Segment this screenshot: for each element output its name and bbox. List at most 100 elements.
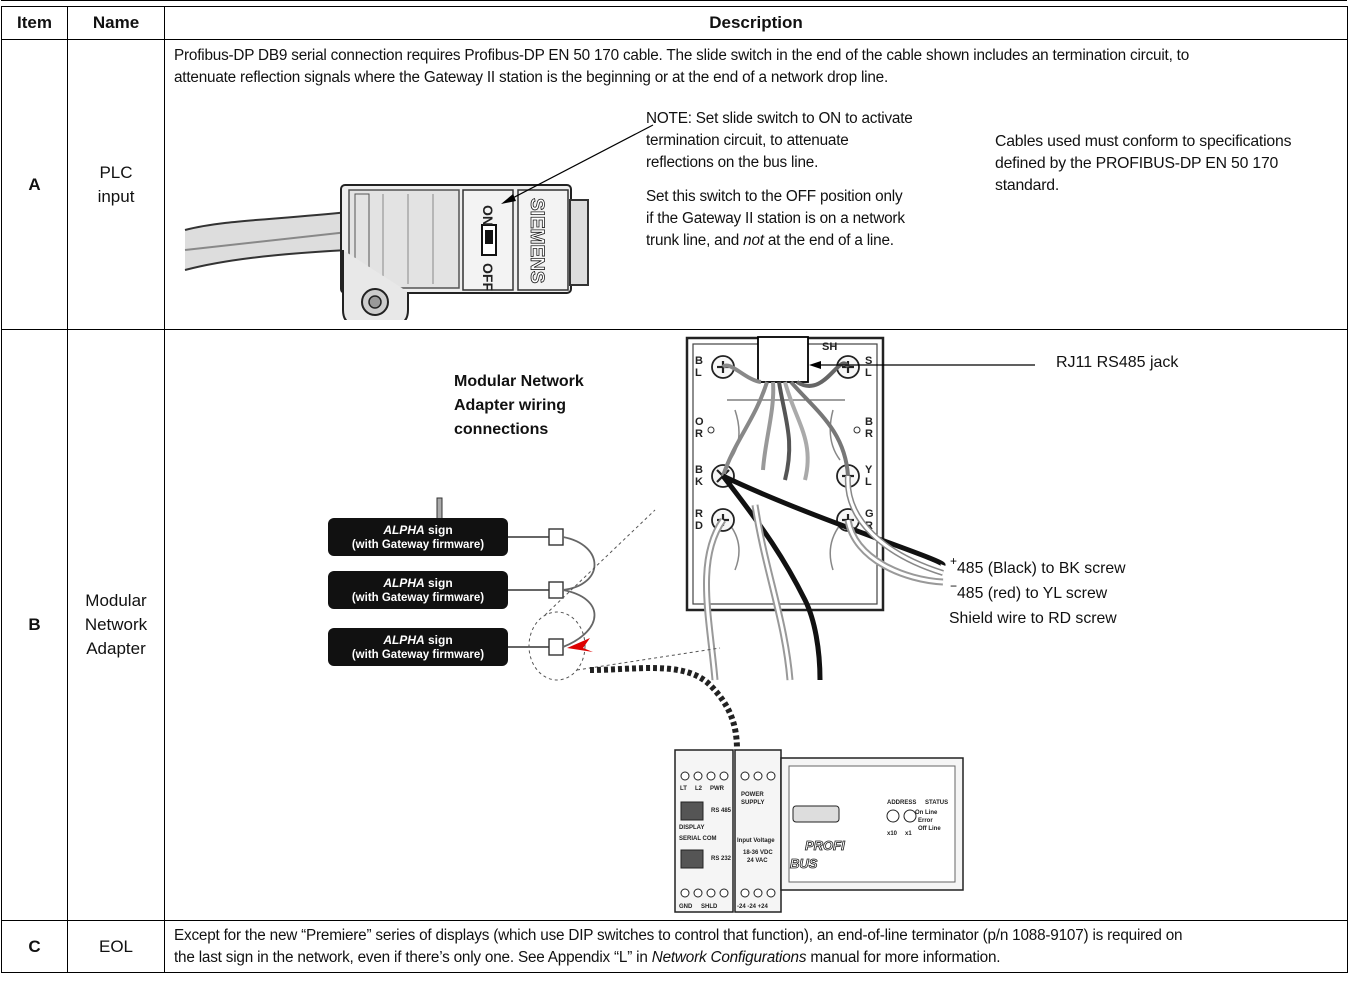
row-a-off-note: Set this switch to the OFF position only… xyxy=(646,186,966,252)
alpha-signs: ALPHA sign (with Gateway firmware) ALPHA… xyxy=(328,497,740,751)
device-power: POWER xyxy=(741,792,764,798)
wiring-title-line3: connections xyxy=(454,421,549,438)
red-arrow-icon xyxy=(567,638,593,652)
wire-minus-label: 485 (red) to YL screw xyxy=(957,585,1108,602)
device-off-line: Off Line xyxy=(918,826,941,832)
off-line2: if the Gateway II station is on a networ… xyxy=(646,210,905,227)
device-rs232: RS 232 xyxy=(711,856,732,862)
device-volts-2: 24 VAC xyxy=(747,858,768,864)
row-c-line1: Except for the new “Premiere” series of … xyxy=(174,926,1183,944)
row-c-item: C xyxy=(1,920,68,973)
cable-line2: defined by the PROFIBUS-DP EN 50 170 xyxy=(995,155,1279,172)
device-shld: SHLD xyxy=(701,904,718,910)
row-c-line2-emphasis: Network Configurations xyxy=(651,948,807,966)
header-item: Item xyxy=(1,6,68,40)
row-c-line2-post: manual for more information. xyxy=(806,948,1001,966)
term-rd-1: R xyxy=(695,508,703,520)
rj11-jack-label: RJ11 RS485 jack xyxy=(1056,354,1179,371)
term-br-1: B xyxy=(865,416,873,428)
row-b-item: B xyxy=(1,329,68,921)
device-lt: LT xyxy=(680,786,687,792)
term-bk-1: B xyxy=(695,464,703,476)
term-sl-2: L xyxy=(865,367,872,379)
connector-off-label: OFF xyxy=(480,263,496,291)
off-line1: Set this switch to the OFF position only xyxy=(646,188,903,205)
device-psu-bottom: -24 -24 +24 xyxy=(737,904,769,910)
device-error: Error xyxy=(918,818,933,824)
sign1-brand: ALPHA xyxy=(382,523,424,537)
wire-plus-label: 485 (Black) to BK screw xyxy=(957,560,1126,577)
db9-connector-illustration: ON OFF SIEMENS xyxy=(184,124,654,320)
row-c-text: Except for the new “Premiere” series of … xyxy=(165,922,1347,972)
row-c-description: Except for the new “Premiere” series of … xyxy=(164,920,1348,973)
row-b-name-line2: Network xyxy=(84,615,148,634)
row-b-name: Modular Network Adapter xyxy=(67,329,165,921)
term-rd-2: D xyxy=(695,520,703,532)
device-serial-com: SERIAL COM xyxy=(679,836,717,842)
cable-line3: standard. xyxy=(995,177,1060,194)
wiring-title-line2: Adapter wiring xyxy=(454,397,567,414)
row-a-intro: Profibus-DP DB9 serial connection requir… xyxy=(174,45,1344,89)
table-row-a: A PLC input Profibus-DP DB9 serial conne… xyxy=(1,39,1348,330)
wiring-diagram: B L S L SH O R B R B K Y L xyxy=(328,336,1035,913)
top-rule xyxy=(1,0,1347,1)
device-volts-1: 18-36 VDC xyxy=(743,850,773,856)
device-on-line: On Line xyxy=(915,810,938,816)
profibus-logo-bottom: BUS xyxy=(790,856,818,871)
profibus-logo-top: PROFI xyxy=(805,838,845,853)
alpha-sign-1: ALPHA sign (with Gateway firmware) xyxy=(328,518,508,556)
wiring-title-line1: Modular Network xyxy=(454,373,584,390)
device-supply: SUPPLY xyxy=(741,800,764,806)
term-bl-1: B xyxy=(695,355,703,367)
term-sl-1: S xyxy=(865,355,872,367)
term-br-2: R xyxy=(865,428,873,440)
sign3-sub: (with Gateway firmware) xyxy=(352,649,484,661)
row-a-intro-line1: Profibus-DP DB9 serial connection requir… xyxy=(174,47,1190,64)
row-a-name-line2: input xyxy=(97,186,135,206)
device-l2: L2 xyxy=(695,786,703,792)
row-a-name-line1: PLC xyxy=(99,162,133,182)
row-a-description: Profibus-DP DB9 serial connection requir… xyxy=(164,39,1348,330)
table-row-b: B Modular Network Adapter xyxy=(1,329,1348,921)
term-bl-2: L xyxy=(695,367,702,379)
row-b-name-line3: Adapter xyxy=(86,639,146,658)
term-gr-1: G xyxy=(865,508,874,520)
row-b-name-line1: Modular xyxy=(85,591,147,610)
sign1-word: sign xyxy=(425,523,453,537)
off-line3-pre: trunk line, and xyxy=(646,232,744,249)
sign2-word: sign xyxy=(425,576,453,590)
row-c-line2-pre: the last sign in the network, even if th… xyxy=(174,948,652,966)
sign1-sub: (with Gateway firmware) xyxy=(352,539,484,551)
device-x10: x10 xyxy=(887,831,898,837)
connector-on-label: ON xyxy=(480,205,496,226)
device-pwr: PWR xyxy=(710,786,725,792)
description-table: Item Name Description A PLC input Profib… xyxy=(1,6,1348,973)
row-c-line2: the last sign in the network, even if th… xyxy=(174,947,1338,969)
row-a-note: NOTE: Set slide switch to ON to activate… xyxy=(646,108,956,174)
cable-line1: Cables used must conform to specificatio… xyxy=(995,133,1292,150)
device-rs485: RS 485 xyxy=(711,808,732,814)
device-x1: x1 xyxy=(905,831,912,837)
svg-text:ALPHA sign: ALPHA sign xyxy=(382,633,452,647)
device-input-voltage: Input Voltage xyxy=(737,838,775,844)
off-line3: trunk line, and not at the end of a line… xyxy=(646,230,966,252)
note-line1: NOTE: Set slide switch to ON to activate xyxy=(646,110,913,127)
alpha-sign-3: ALPHA sign (with Gateway firmware) xyxy=(328,628,508,666)
header-row: Item Name Description xyxy=(1,6,1348,40)
row-b-description: B L S L SH O R B R B K Y L xyxy=(164,329,1348,921)
terminal-block: B L S L SH O R B R B K Y L xyxy=(685,336,885,612)
plus-sign: + xyxy=(950,554,957,568)
outgoing-cables xyxy=(703,473,946,681)
row-a-cable-note: Cables used must conform to specificatio… xyxy=(995,131,1340,197)
term-yl-1: Y xyxy=(865,464,873,476)
row-a-name: PLC input xyxy=(67,39,165,330)
off-line3-post: at the end of a line. xyxy=(763,232,894,249)
gateway-device: ADDRESS STATUS On Line Error Off Line x1… xyxy=(674,749,964,913)
term-sh: SH xyxy=(822,341,837,353)
minus-sign: − xyxy=(950,579,957,593)
alpha-sign-2: ALPHA sign (with Gateway firmware) xyxy=(328,571,508,609)
wiring-title: Modular Network Adapter wiring connectio… xyxy=(454,370,584,442)
device-address: ADDRESS xyxy=(887,800,916,806)
device-status: STATUS xyxy=(925,800,948,806)
sign2-brand: ALPHA xyxy=(382,576,424,590)
